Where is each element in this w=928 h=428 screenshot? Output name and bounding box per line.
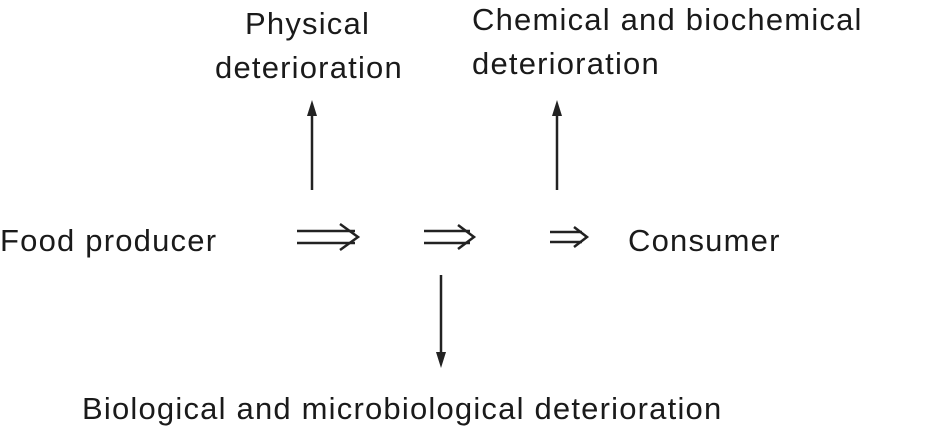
- food-producer-label: Food producer: [0, 223, 218, 258]
- chemical-deterioration-label-line2: deterioration: [472, 46, 660, 81]
- consumer-label: Consumer: [628, 223, 781, 258]
- physical-deterioration-label-line1: Physical: [245, 6, 371, 41]
- arrowhead-up-chemical: [552, 100, 562, 116]
- double-arrow-2: [424, 224, 477, 250]
- physical-deterioration-label-line2: deterioration: [215, 50, 403, 85]
- arrowhead-up-physical: [307, 100, 317, 116]
- double-arrow-1: [297, 222, 361, 252]
- chemical-deterioration-label-line1: Chemical and biochemical: [472, 2, 863, 37]
- biological-deterioration-label: Biological and microbiological deteriora…: [82, 391, 723, 426]
- arrowhead-down-biological: [436, 352, 446, 368]
- double-arrow-3: [550, 226, 590, 248]
